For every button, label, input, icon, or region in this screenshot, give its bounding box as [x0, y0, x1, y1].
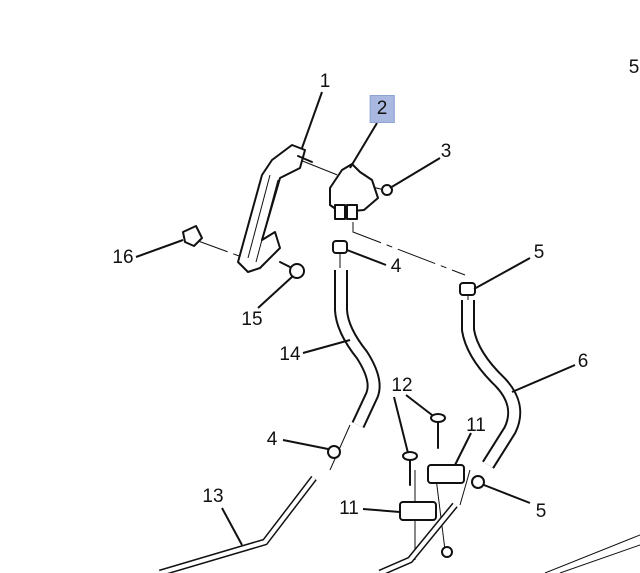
- cap-part-4: [332, 240, 348, 254]
- bracket-part-1: [237, 144, 313, 273]
- callout-15[interactable]: 15: [241, 309, 263, 330]
- pipe-part-13: [159, 475, 458, 573]
- hose-part-6: [461, 300, 522, 469]
- alignment-lines: [189, 159, 471, 560]
- clamp-part-4: [327, 445, 341, 459]
- nut-part-3: [381, 184, 393, 196]
- clip-part-16: [182, 225, 203, 247]
- callout-5-lower[interactable]: 5: [535, 501, 547, 522]
- callout-13[interactable]: 13: [202, 486, 224, 507]
- bolt-part-12: [402, 413, 446, 486]
- callout-6[interactable]: 6: [577, 351, 589, 372]
- callout-2-highlighted[interactable]: 2: [369, 95, 395, 123]
- leader-lines: [135, 91, 576, 546]
- callout-1[interactable]: 1: [319, 71, 331, 92]
- callout-16[interactable]: 16: [112, 247, 134, 268]
- clamp-part-5: [471, 475, 485, 489]
- callout-11-lower[interactable]: 11: [339, 498, 359, 519]
- callout-14[interactable]: 14: [279, 344, 301, 365]
- callout-11-upper[interactable]: 11: [466, 415, 486, 436]
- bolt-part-15: [279, 261, 305, 279]
- nut-lower: [441, 546, 453, 558]
- callout-5-top-right[interactable]: 5: [628, 57, 640, 78]
- frame-edge: [544, 534, 640, 573]
- callout-4-lower[interactable]: 4: [266, 429, 278, 450]
- hose-part-14: [334, 270, 381, 428]
- cap-part-5: [459, 282, 476, 296]
- callout-4[interactable]: 4: [390, 256, 402, 277]
- callout-12[interactable]: 12: [391, 375, 413, 396]
- callout-3[interactable]: 3: [440, 141, 452, 162]
- callout-5[interactable]: 5: [533, 242, 545, 263]
- switch-part-2: [329, 163, 379, 220]
